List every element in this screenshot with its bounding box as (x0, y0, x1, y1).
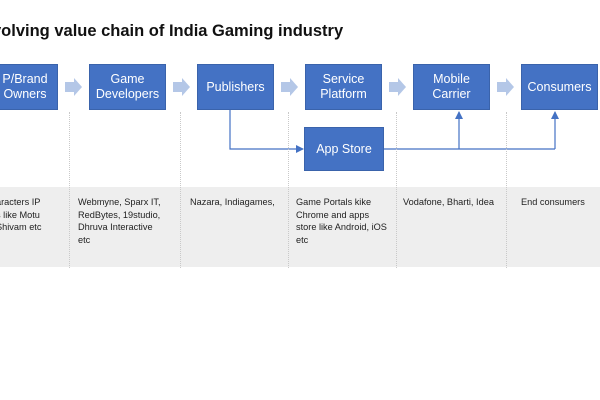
column-divider (506, 112, 507, 268)
consumers-box: Consumers (521, 64, 598, 110)
mobile-carrier-detail: Vodafone, Bharti, Idea (403, 197, 494, 207)
ip-owners-detail: aracters IP s like Motu Shivam etc (0, 197, 42, 232)
developers-detail: Webmyne, Sparx IT, RedBytes, 19studio, D… (78, 197, 161, 245)
service-platform-box: Service Platform (305, 64, 382, 110)
column-divider (396, 112, 397, 268)
service-platform-detail: Game Portals kike Chrome and apps store … (296, 197, 387, 245)
mobile-carrier-box: Mobile Carrier (413, 64, 490, 110)
chevron-arrow-icon (281, 78, 298, 96)
app-store-box: App Store (304, 127, 384, 171)
chevron-arrow-icon (497, 78, 514, 96)
ip-brand-owners-box: P/Brand Owners (0, 64, 58, 110)
chevron-arrow-icon (65, 78, 82, 96)
publishers-box: Publishers (197, 64, 274, 110)
publishers-detail: Nazara, Indiagames, (190, 197, 275, 207)
details-band (0, 187, 600, 267)
chevron-arrow-icon (173, 78, 190, 96)
publishers-to-appstore-line (229, 110, 304, 153)
column-divider (288, 112, 289, 268)
chevron-arrow-icon (389, 78, 406, 96)
column-divider (69, 112, 70, 268)
game-developers-box: Game Developers (89, 64, 166, 110)
diagram-title: volving value chain of India Gaming indu… (0, 22, 344, 40)
consumers-detail: End consumers (521, 197, 585, 207)
column-divider (180, 112, 181, 268)
